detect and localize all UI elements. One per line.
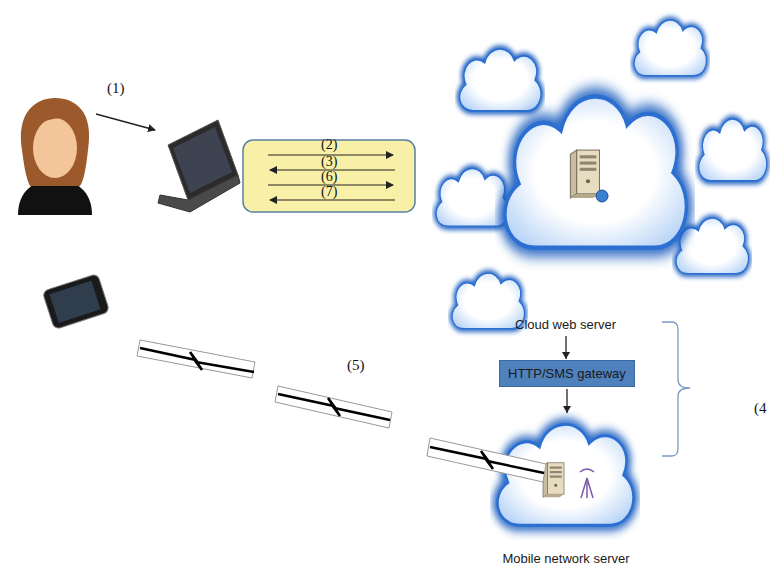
server-caption: Cloud web server <box>510 315 621 334</box>
step-number: (2) <box>321 138 337 152</box>
flow-arrow <box>562 336 570 359</box>
mobile-server-cloud: Mobile network server <box>481 414 651 566</box>
step-number: (1) <box>107 80 125 97</box>
step-number: (6) <box>321 170 337 184</box>
step-number: (4 <box>754 400 767 417</box>
node-text: Cloud web server <box>515 317 616 332</box>
flow-arrow <box>563 389 571 413</box>
node-text: Mobile network server <box>481 551 651 566</box>
step-number: (3) <box>321 155 337 169</box>
node-text: HTTP/SMS gateway <box>508 366 626 381</box>
step-number: (7) <box>321 185 337 199</box>
gateway-box: HTTP/SMS gateway <box>499 360 635 387</box>
step-number: (5) <box>347 357 365 374</box>
